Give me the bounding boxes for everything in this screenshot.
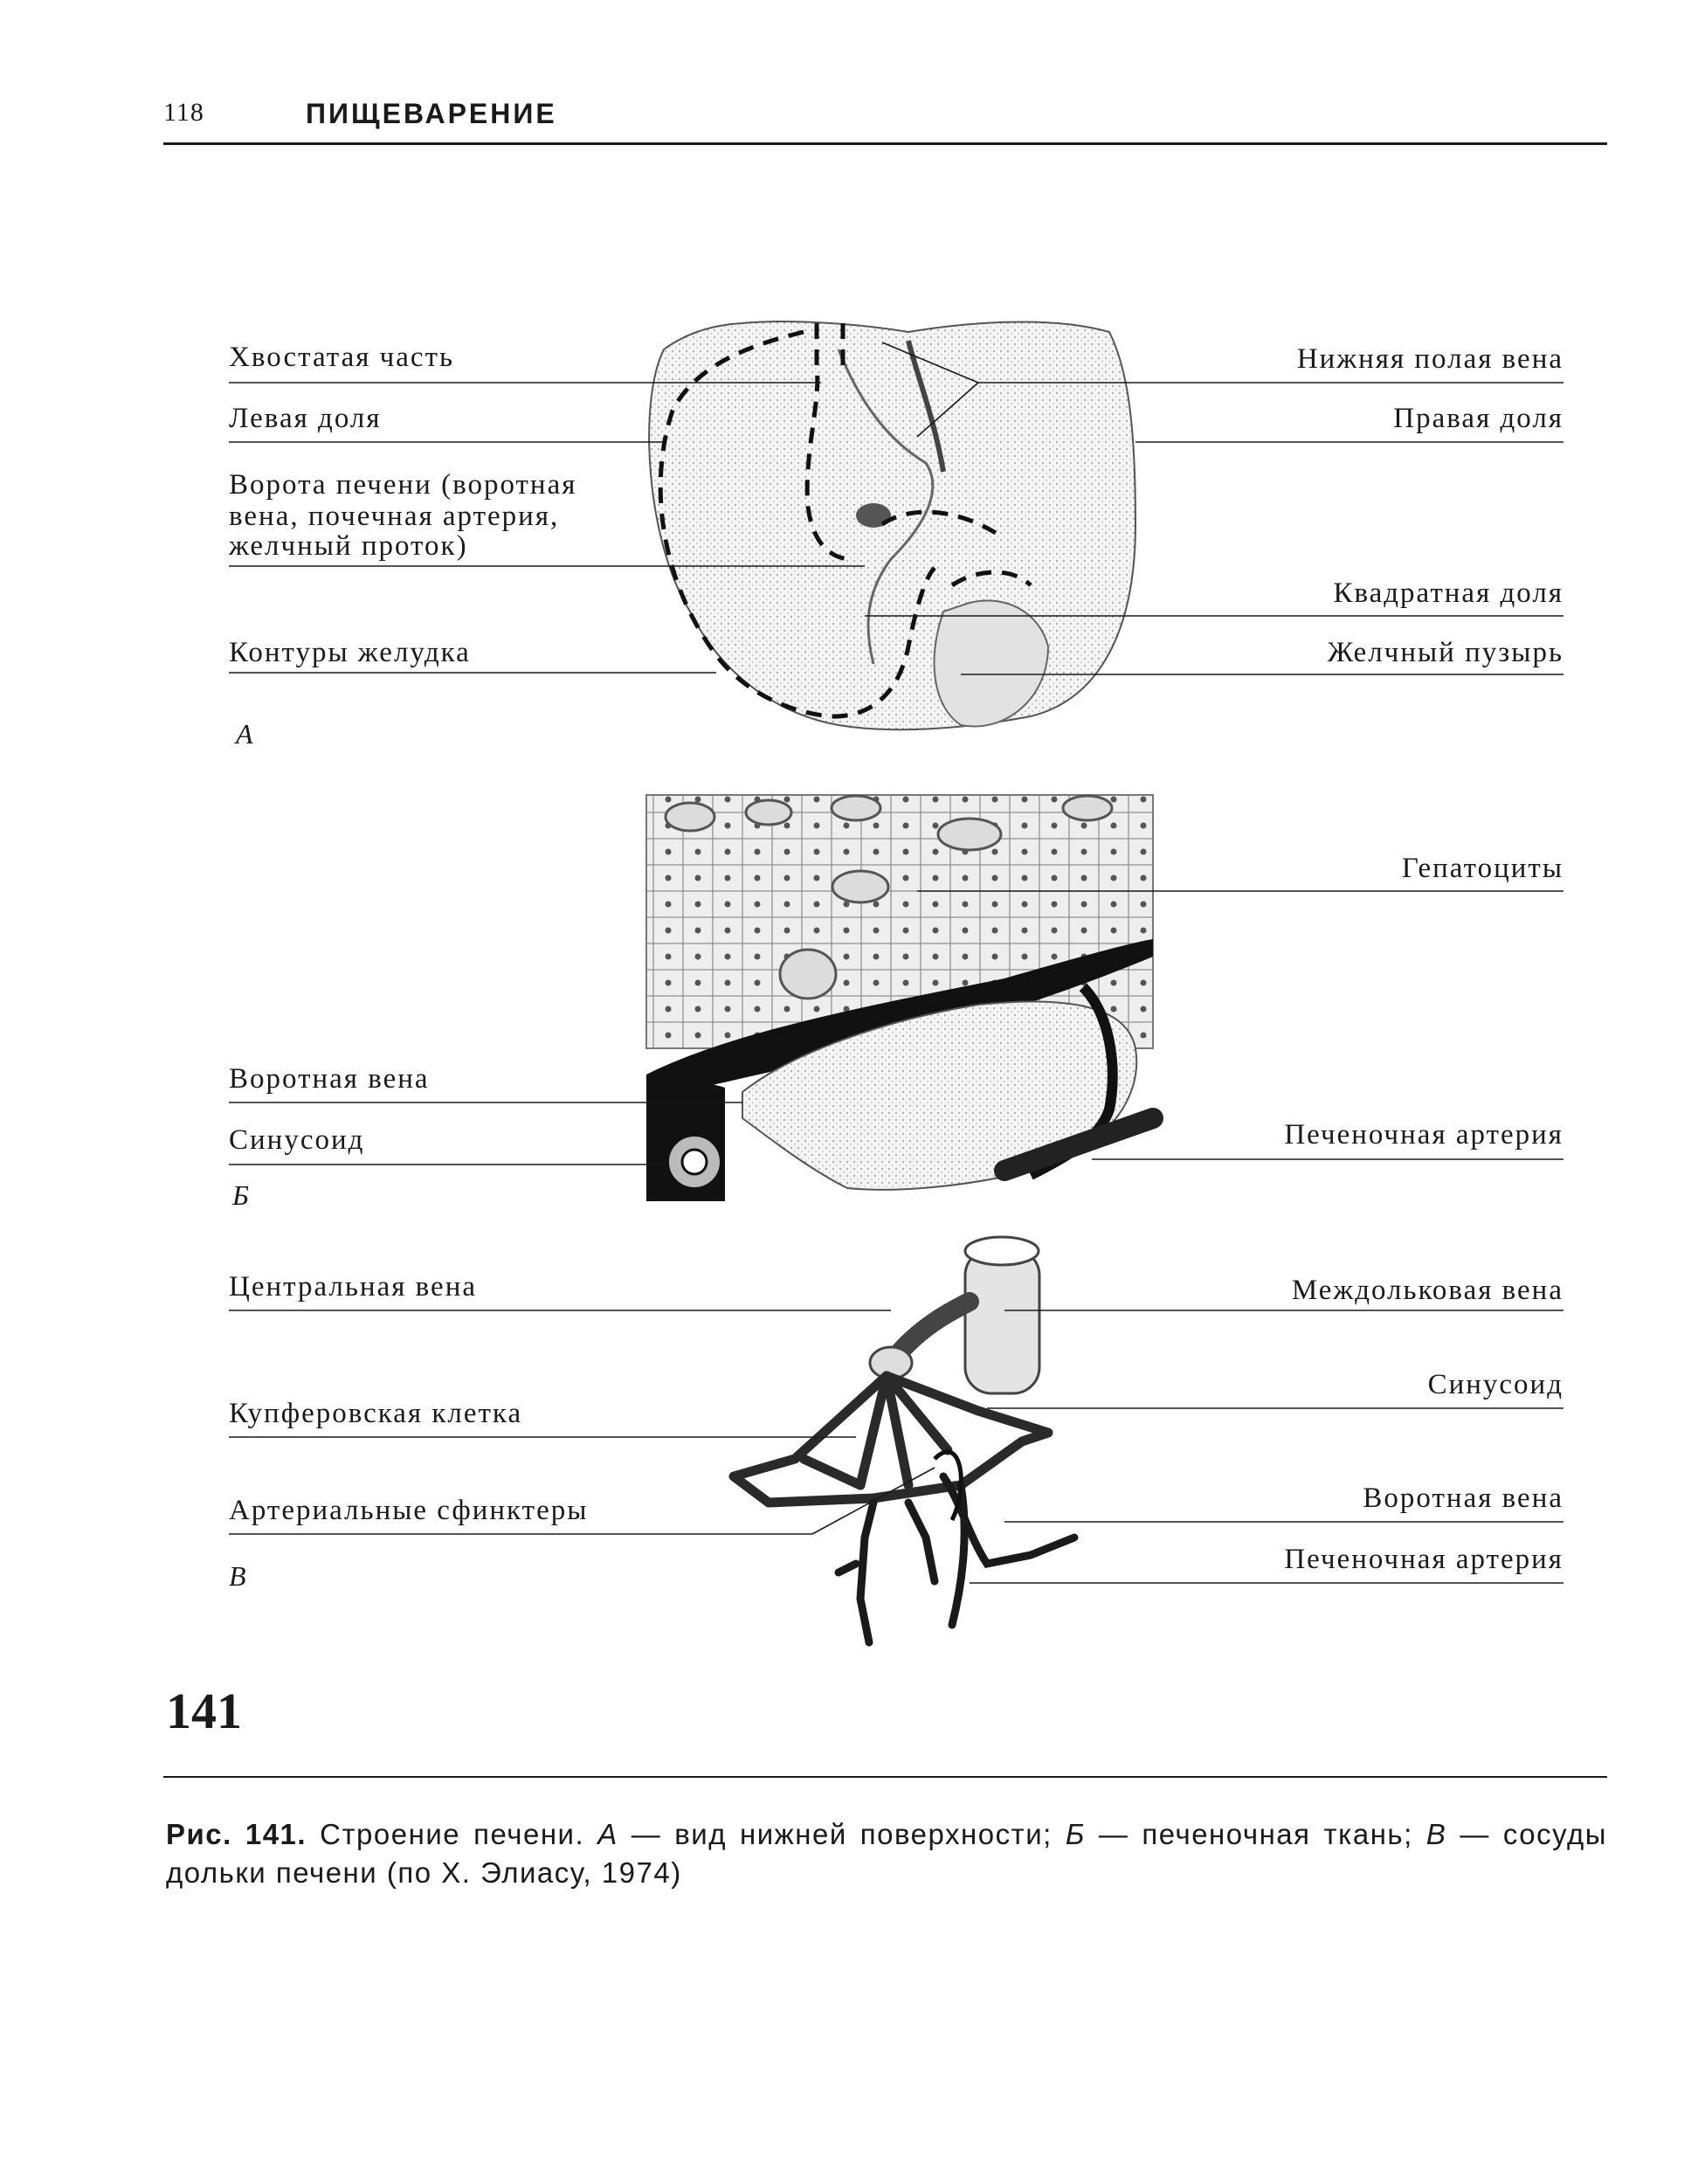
label-gallbladder: Желчный пузырь [1327,637,1563,668]
label-hepatic-artery-c: Печеночная артерия [1284,1544,1563,1575]
label-stomach-contour: Контуры желудка [229,637,471,668]
panel-letter-c: В [229,1560,246,1592]
label-porta-hepatis-2: вена, почечная артерия, [229,501,560,532]
section-title: ПИЩЕВАРЕНИЕ [306,98,557,129]
caption-letter-b: Б [1065,1818,1086,1850]
figure-number: 141 [166,1683,242,1739]
page-number: 118 [163,98,204,127]
panel-letter-a: А [236,718,253,750]
label-sinusoid-b: Синусоид [229,1124,365,1156]
label-quadrate-lobe: Квадратная доля [1333,577,1563,609]
label-porta-hepatis-1: Ворота печени (воротная [229,469,577,501]
lobule-vessels [728,1235,1079,1647]
liver-inferior-view [648,321,1137,731]
caption-rule [163,1776,1607,1778]
label-hepatic-artery-b: Печеночная артерия [1284,1119,1563,1151]
figure-caption: Рис. 141. Строение печени. А — вид нижне… [166,1815,1607,1892]
label-hepatocytes: Гепатоциты [1401,853,1563,884]
liver-tissue-block [645,794,1163,1201]
label-central-vein: Центральная вена [229,1271,477,1303]
label-kupffer-cell: Купферовская клетка [229,1398,523,1429]
label-inferior-vena-cava: Нижняя полая вена [1296,343,1563,375]
header-rule [163,142,1607,145]
label-portal-vein-b: Воротная вена [229,1063,430,1095]
label-interlobular-vein: Междольковая вена [1291,1275,1563,1306]
panel-letter-b: Б [232,1179,249,1211]
label-caudate-lobe: Хвостатая часть [229,342,455,373]
label-right-lobe: Правая доля [1393,403,1563,434]
label-porta-hepatis-3: желчный проток) [229,530,468,562]
caption-letter-a: А [597,1818,618,1850]
label-sinusoid-c: Синусоид [1427,1369,1563,1400]
label-left-lobe: Левая доля [229,403,382,434]
caption-text-4: — сосуды дольки печени (по Х. Элиасу, 19… [166,1818,1607,1889]
label-portal-vein-c: Воротная вена [1363,1482,1563,1514]
caption-prefix: Рис. 141. [166,1818,307,1850]
caption-text-3: — печеночная ткань; [1085,1818,1426,1850]
caption-text-2: — вид нижней поверхности; [618,1818,1066,1850]
leader-lines [229,342,1563,1584]
caption-text-1: Строение печени. [307,1818,598,1850]
caption-letter-c: В [1425,1818,1447,1850]
label-arterial-sphincters: Артериальные сфинктеры [229,1495,589,1526]
